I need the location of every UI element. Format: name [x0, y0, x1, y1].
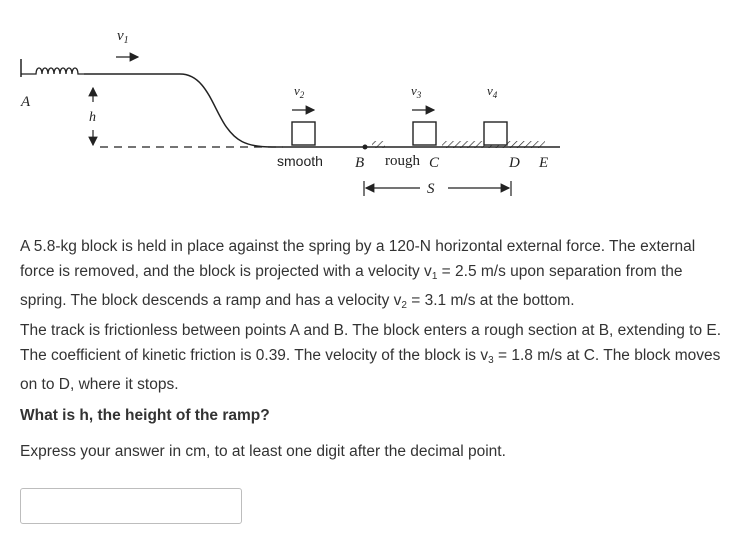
problem-paragraph-2: The track is frictionless between points… — [20, 322, 722, 393]
point-a-label: A — [20, 94, 31, 110]
block-4 — [483, 121, 508, 146]
smooth-label: smooth — [277, 153, 323, 169]
v1-label: v1 — [117, 28, 129, 46]
distance-s-indicator — [363, 181, 512, 196]
question-text: What is h, the height of the ramp? — [20, 407, 270, 424]
ramp-track — [84, 73, 283, 148]
physics-diagram: v1 v2 v3 v4 A h smooth B rough C D E S — [20, 28, 560, 197]
rough-section-hatching — [372, 141, 545, 148]
point-b-dot — [362, 144, 368, 150]
point-b-label: B — [355, 155, 364, 171]
problem-paragraph-1: A 5.8-kg block is held in place against … — [20, 238, 696, 311]
answer-input[interactable] — [20, 488, 242, 524]
block-2 — [291, 121, 316, 146]
v4-label: v4 — [487, 83, 498, 100]
height-label: h — [89, 110, 96, 125]
answer-instruction: Express your answer in cm, to at least o… — [20, 443, 506, 460]
rough-label: rough — [385, 153, 420, 169]
v2-label: v2 — [294, 83, 305, 100]
block-3 — [412, 121, 437, 146]
point-e-label: E — [538, 155, 548, 171]
point-d-label: D — [508, 155, 520, 171]
point-c-label: C — [429, 155, 440, 171]
v3-label: v3 — [411, 83, 422, 100]
distance-s-label: S — [427, 181, 435, 197]
spring — [20, 59, 84, 77]
